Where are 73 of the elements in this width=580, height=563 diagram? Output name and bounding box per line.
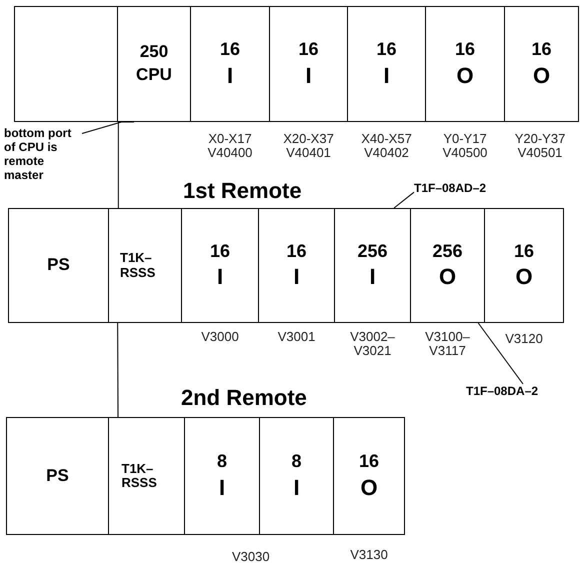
module-label: 16	[210, 242, 230, 262]
io-type-label: I	[216, 265, 224, 290]
io-type-label: I	[293, 476, 300, 500]
address-label: X20-X37 V40401	[282, 132, 335, 160]
module-slot	[484, 208, 564, 323]
address-label: V3002– V3021	[349, 330, 396, 358]
module-label: 16	[286, 242, 307, 262]
module-label: 16	[531, 40, 552, 60]
address-label: V3130	[349, 548, 389, 562]
io-type-label: O	[456, 64, 474, 88]
address-label: V3030	[232, 549, 270, 563]
address-label: V3100– V3117	[424, 330, 471, 358]
connection-line	[118, 122, 135, 208]
io-type-label: O	[515, 265, 533, 290]
module-label: 16	[358, 452, 380, 472]
module-label: PS	[47, 256, 70, 275]
address-label: X0-X17 V40400	[206, 132, 254, 160]
empty-slot	[14, 6, 118, 122]
address-label: Y0-Y17 V40500	[442, 132, 488, 160]
module-slot	[6, 417, 109, 535]
module-label: 250	[140, 43, 168, 62]
module-label: 256	[432, 242, 463, 262]
remote-heading: 1st Remote	[183, 178, 302, 204]
module-label: 16	[220, 40, 240, 60]
io-type-label: I	[305, 64, 312, 88]
module-slot	[108, 208, 182, 323]
address-label: V3001	[276, 330, 316, 344]
io-type-label: CPU	[136, 66, 172, 85]
io-type-label: I	[369, 265, 376, 290]
module-slot	[333, 417, 405, 535]
module-slot	[334, 208, 411, 323]
io-type-label: O	[532, 64, 550, 88]
module-slot	[410, 208, 485, 323]
module-slot	[504, 6, 579, 122]
module-slot	[347, 6, 426, 122]
module-slot	[425, 6, 505, 122]
module-slot	[259, 417, 334, 535]
module-slot	[269, 6, 348, 122]
module-slot	[184, 417, 260, 535]
io-type-label: I	[226, 64, 234, 88]
callout-label: bottom port of CPU is remote master	[4, 126, 82, 182]
address-label: X40-X57 V40402	[360, 132, 413, 160]
connection-line	[117, 322, 118, 418]
module-label: 16	[376, 40, 397, 60]
module-label: 256	[357, 242, 388, 262]
module-slot	[117, 6, 191, 122]
remote-heading: 2nd Remote	[181, 385, 307, 411]
module-label: 16	[298, 40, 319, 60]
module-label: T1K– RSSS	[122, 462, 158, 490]
module-slot	[108, 417, 185, 535]
module-label: 8	[216, 452, 227, 472]
module-slot	[8, 208, 109, 323]
leader-line	[394, 192, 414, 208]
module-label: PS	[46, 466, 69, 486]
io-type-label: O	[438, 265, 456, 290]
leader-line	[82, 122, 122, 134]
address-label: V3000	[200, 330, 240, 344]
leader-line	[478, 322, 524, 384]
io-type-label: I	[383, 64, 390, 88]
io-type-label: I	[218, 476, 226, 500]
address-label: Y20-Y37 V40501	[514, 132, 566, 160]
address-label: V3120	[504, 332, 544, 346]
module-label: 8	[291, 452, 302, 472]
module-slot	[258, 208, 335, 323]
module-label: 16	[514, 242, 534, 262]
io-type-label: I	[293, 265, 300, 290]
module-slot	[190, 6, 270, 122]
module-label: T1K– RSSS	[120, 251, 156, 280]
io-type-label: O	[360, 476, 378, 500]
callout-label: T1F–08DA–2	[466, 384, 580, 398]
callout-label: T1F–08AD–2	[414, 181, 530, 195]
module-label: 16	[454, 40, 476, 60]
module-slot	[181, 208, 259, 323]
